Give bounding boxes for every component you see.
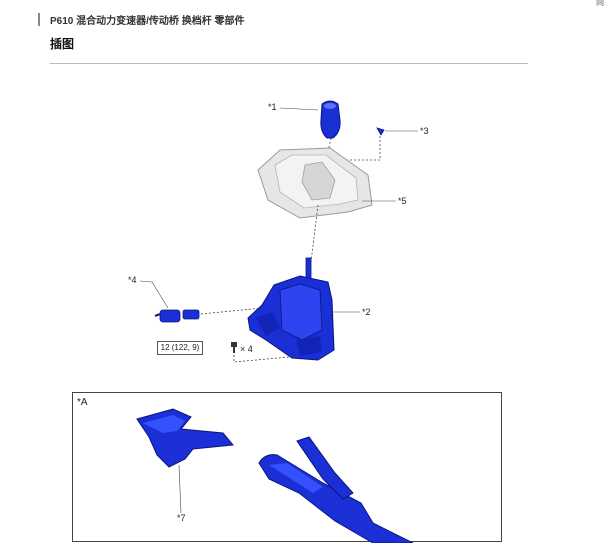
corner-text: 间	[596, 0, 604, 7]
callout-4: *4	[128, 275, 137, 285]
detail-view-panel: *A *7	[72, 392, 502, 543]
callout-2: *2	[362, 307, 371, 317]
bracket-part	[136, 408, 234, 468]
callout-7: *7	[177, 513, 186, 523]
callout-3: *3	[420, 126, 429, 136]
header-accent-bar	[38, 12, 40, 26]
detail-diagram: *7	[136, 408, 414, 543]
section-title: 插图	[50, 37, 75, 51]
shift-bezel-part	[257, 147, 373, 219]
exploded-parts-diagram: *1 *3 *5 *2 *4	[128, 100, 429, 363]
callout-5: *5	[398, 196, 407, 206]
shift-lever-assembly-part	[247, 257, 335, 361]
divider	[50, 63, 528, 64]
callout-1: *1	[268, 102, 277, 112]
clip-part	[376, 127, 385, 136]
detail-panel-label: *A	[77, 397, 88, 408]
bolt-quantity: × 4	[240, 344, 253, 354]
page-header: P610 混合动力变速器/传动桥 换档杆 零部件	[38, 12, 245, 27]
torque-spec-box: 12 (122, 9)	[157, 341, 203, 355]
shift-knob-part	[320, 100, 341, 139]
cable-connector-part	[154, 309, 200, 323]
bolt-icon	[231, 342, 237, 353]
shift-lock-part	[258, 436, 414, 543]
page-title: P610 混合动力变速器/传动桥 换档杆 零部件	[50, 15, 245, 27]
